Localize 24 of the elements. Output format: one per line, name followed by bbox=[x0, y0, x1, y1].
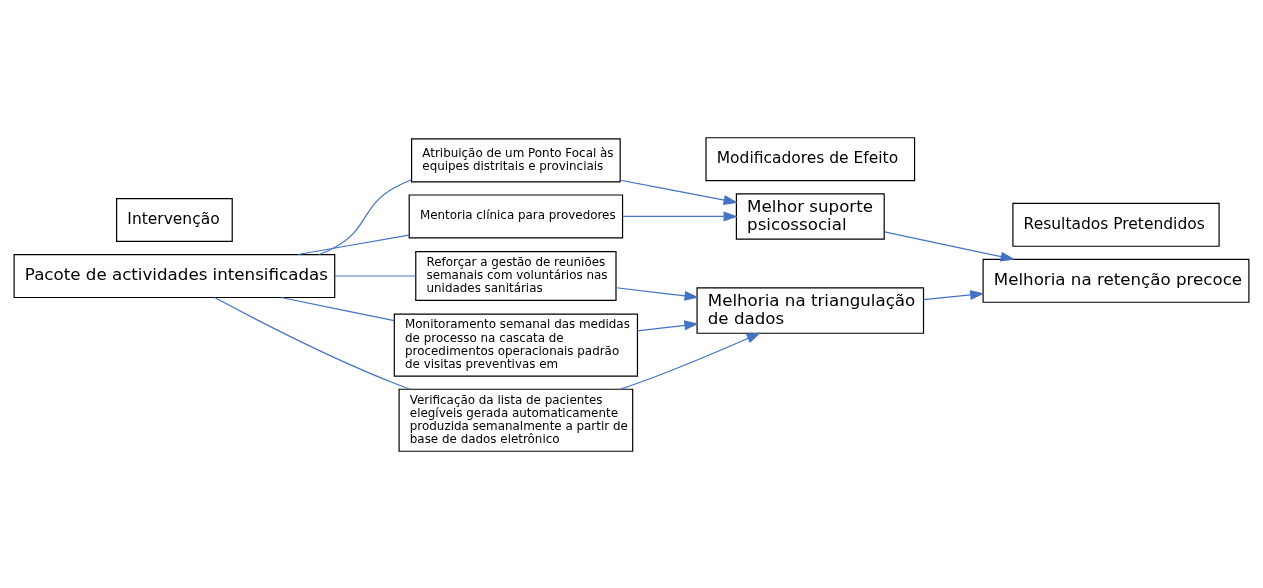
node-box: Intervenção bbox=[116, 197, 233, 242]
arrow bbox=[922, 289, 985, 300]
node-box: Atribuição de um Ponto Focal às equipes distritais e provinciais bbox=[411, 137, 621, 182]
arrow bbox=[636, 319, 699, 331]
arrow bbox=[883, 230, 1015, 262]
node-box: Melhor suporte psicossocial bbox=[735, 192, 885, 240]
node-box: Verificação da lista de pacientes elegíveis gerada automaticamente produzida semanalmente a partir de base de dados eletrônico bbox=[398, 388, 634, 452]
node-box: Melhoria na retenção precoce bbox=[982, 258, 1250, 303]
node-box: Mentoria clínica para provedores bbox=[408, 193, 624, 238]
node-box: Reforçar a gestão de reuniões semanais com voluntários nas unidades sanitárias bbox=[415, 250, 617, 301]
arrow bbox=[620, 332, 761, 390]
arrow bbox=[619, 179, 738, 205]
connector bbox=[280, 296, 395, 321]
node-box: Melhoria na triangulação de dados bbox=[696, 286, 925, 334]
connector bbox=[297, 233, 410, 255]
connector bbox=[214, 296, 411, 390]
node-box: Resultados Pretendidos bbox=[1012, 202, 1220, 247]
node-box: Modificadores de Efeito bbox=[705, 136, 916, 181]
node-box: Pacote de actividades intensificadas bbox=[13, 253, 336, 298]
connector bbox=[334, 274, 417, 277]
node-box: Monitoramento semanal das medidas de processo na cascata de procedimentos operacionais padrão de visitas preventivas em bbox=[393, 313, 639, 377]
connector bbox=[318, 178, 413, 255]
arrow bbox=[615, 286, 699, 301]
arrow bbox=[622, 210, 738, 221]
